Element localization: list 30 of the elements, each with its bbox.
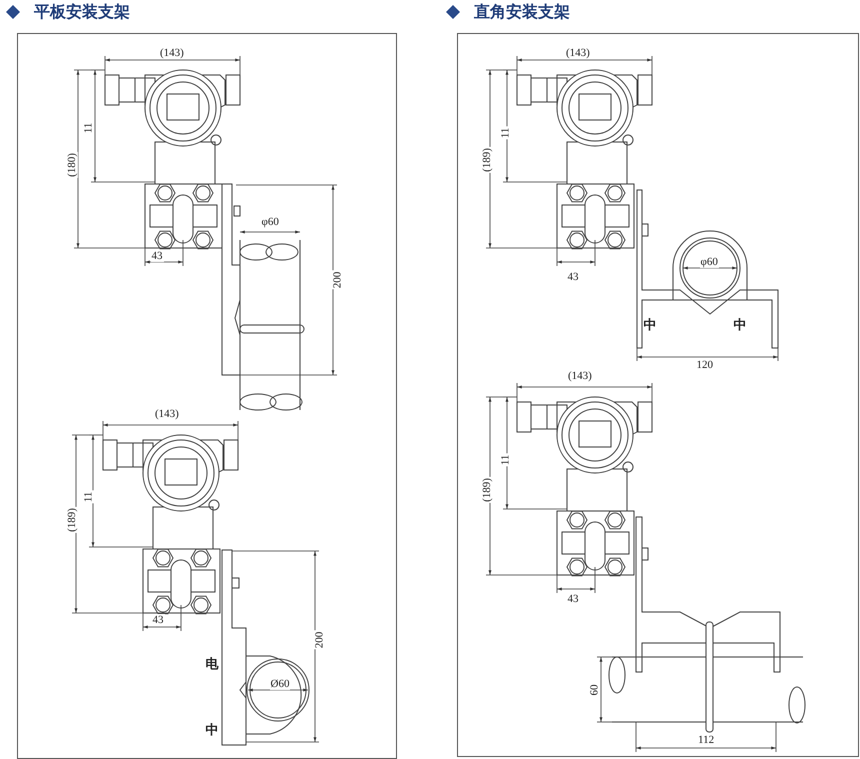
dimension-label: (143) [154, 408, 180, 420]
dimension-label: (143) [567, 370, 593, 382]
dimension-label: (143) [565, 47, 591, 59]
dimension-label: 120 [696, 359, 714, 371]
dimension-label: (180) [66, 152, 78, 178]
annotation-text: 中 [732, 318, 748, 332]
dimension-label: Ø60 [270, 678, 290, 690]
section-heading: 平板安装支架 [34, 2, 130, 22]
dimension-label: 43 [566, 593, 580, 605]
dimension-label: φ60 [260, 216, 280, 228]
dimension-label: 11 [82, 490, 94, 504]
dimension-label: (189) [66, 507, 78, 533]
dimension-label: 112 [697, 734, 716, 746]
annotation-text: 中 [204, 722, 220, 738]
dimension-label: (189) [480, 477, 493, 503]
dimension-label: 200 [312, 630, 325, 650]
dimension-label: 200 [330, 270, 343, 290]
dimension-label: 60 [588, 684, 600, 696]
section-heading: 直角安装支架 [474, 2, 570, 22]
annotation-text: 中 [642, 318, 658, 332]
dimension-label: 11 [498, 454, 511, 466]
dimension-label: 43 [152, 614, 164, 626]
dimension-label: (189) [480, 147, 493, 173]
dimension-label: (143) [159, 47, 185, 59]
dimension-label: 11 [82, 122, 94, 134]
annotation-text: 电 [204, 656, 220, 672]
dimension-label: 11 [498, 126, 511, 140]
dimension-label: 43 [566, 271, 580, 283]
dimension-label: φ60 [700, 256, 719, 268]
dimension-label: 43 [150, 250, 164, 262]
